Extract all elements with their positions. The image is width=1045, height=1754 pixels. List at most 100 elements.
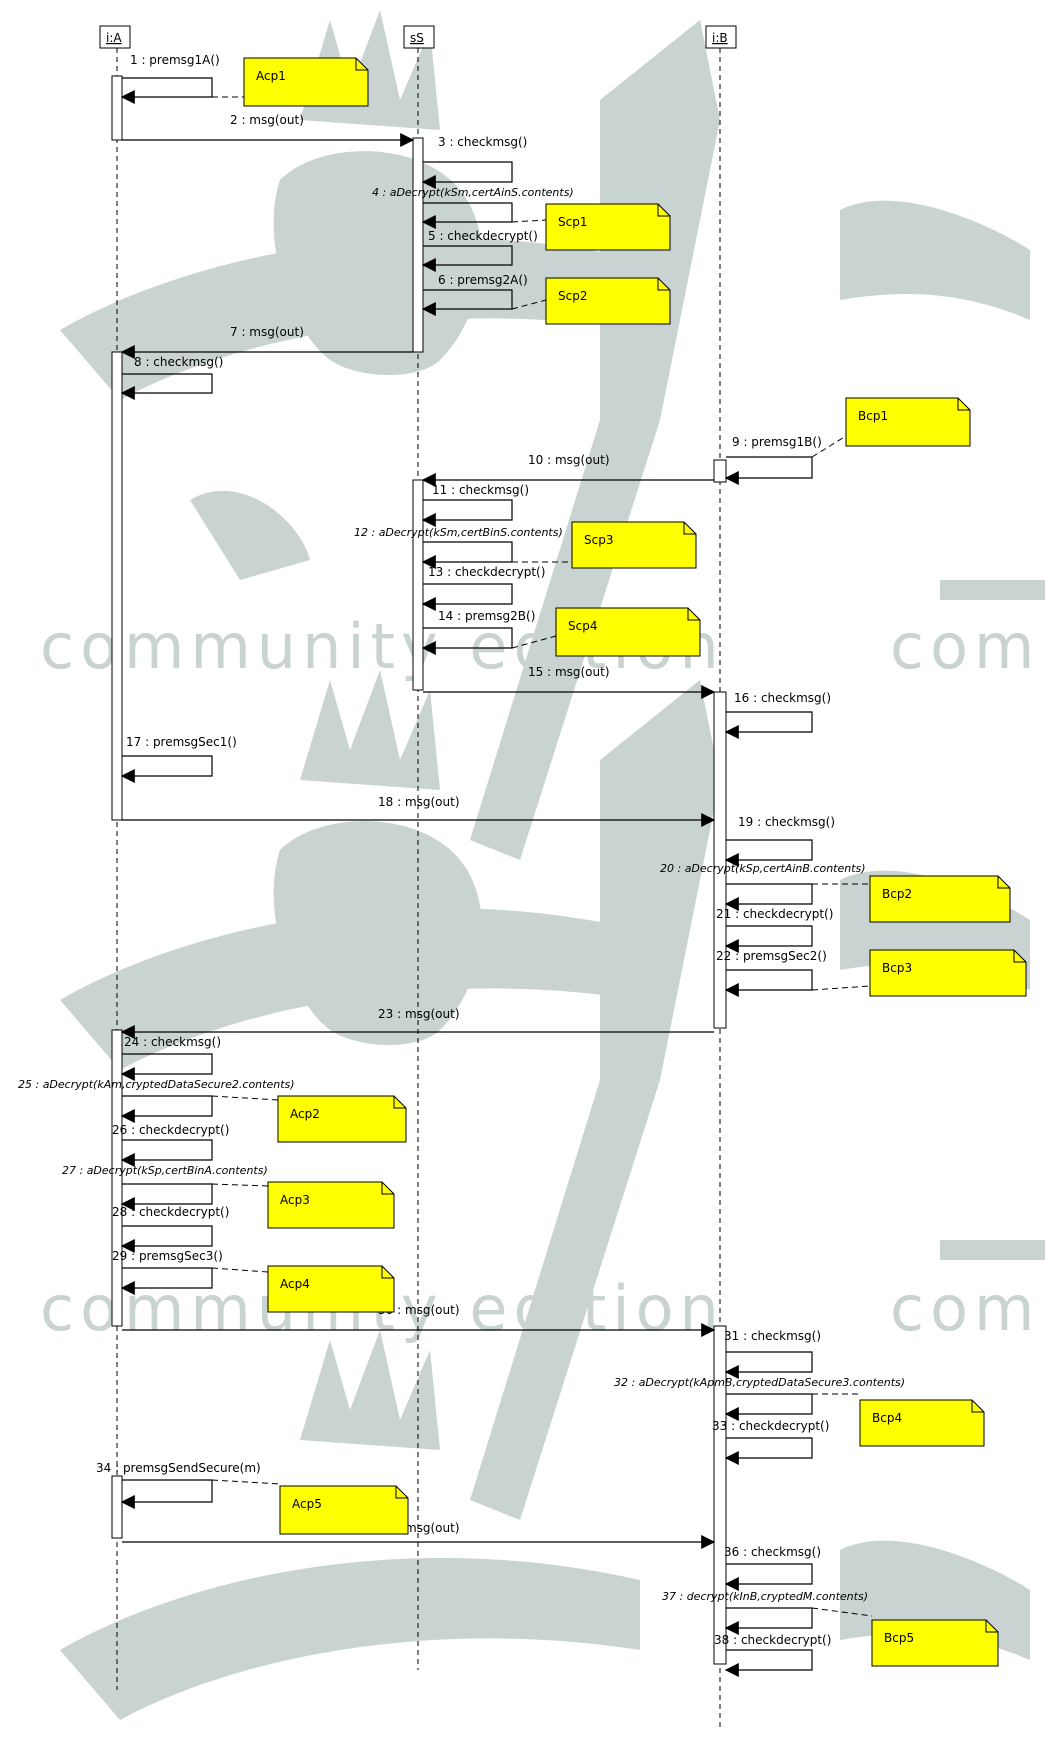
note-text: Acp1 [256,69,286,83]
message-label[interactable]: 38 : checkdecrypt() [714,1633,831,1647]
lifeline-label-s: sS [410,31,424,45]
message-label[interactable]: 14 : premsg2B() [438,609,535,623]
note-text: Acp5 [292,1497,322,1511]
message-label[interactable]: 33 : checkdecrypt() [712,1419,829,1433]
message-label[interactable]: 24 : checkmsg() [124,1035,221,1049]
message-label[interactable]: 13 : checkdecrypt() [428,565,545,579]
note-scp4[interactable]: Scp4 [556,608,700,656]
message-label[interactable]: 21 : checkdecrypt() [716,907,833,921]
message-label[interactable]: 20 : aDecrypt(kSp,certAinB.contents) [660,862,866,875]
note-bcp3[interactable]: Bcp3 [870,950,1026,996]
self-message-arrow [726,1564,812,1584]
message-label[interactable]: 3 : checkmsg() [438,135,527,149]
self-message-arrow [122,1480,212,1502]
message-label[interactable]: 15 : msg(out) [528,665,610,679]
note-text: Acp4 [280,1277,310,1291]
note-text: Bcp4 [872,1411,902,1425]
self-message-arrow [726,970,812,990]
message-label[interactable]: 5 : checkdecrypt() [428,229,538,243]
message-label[interactable]: 1 : premsg1A() [130,53,220,67]
message-label[interactable]: 6 : premsg2A() [438,273,528,287]
self-message-arrow [726,1352,812,1372]
note-text: Bcp1 [858,409,888,423]
self-message-arrow [726,1608,812,1628]
activation-a [112,76,122,140]
message-label[interactable]: 29 : premsgSec3() [112,1249,223,1263]
self-message-arrow [122,78,212,97]
message-label[interactable]: 32 : aDecrypt(kApmB,cryptedDataSecure3.c… [614,1376,905,1389]
self-message-arrow [423,500,512,520]
note-bcp5[interactable]: Bcp5 [872,1620,998,1666]
note-scp1[interactable]: Scp1 [546,204,670,250]
activation-b [714,460,726,482]
note-text: Scp1 [558,215,587,229]
self-message-arrow [726,712,812,732]
note-text: Acp2 [290,1107,320,1121]
note-acp2[interactable]: Acp2 [278,1096,406,1142]
message-label[interactable]: 34 : premsgSendSecure(m) [96,1461,261,1475]
note-text: Scp2 [558,289,587,303]
note-text: Acp3 [280,1193,310,1207]
self-message-arrow [122,1184,212,1204]
message-label[interactable]: 23 : msg(out) [378,1007,460,1021]
self-message-arrow [423,584,512,604]
message-label[interactable]: 17 : premsgSec1() [126,735,237,749]
self-message-arrow [726,840,812,860]
note-text: Bcp5 [884,1631,914,1645]
note-scp3[interactable]: Scp3 [572,522,696,568]
note-bcp1[interactable]: Bcp1 [846,398,970,446]
message-label[interactable]: 11 : checkmsg() [432,483,529,497]
note-bcp2[interactable]: Bcp2 [870,876,1010,922]
message-label[interactable]: 10 : msg(out) [528,453,610,467]
self-message-arrow [122,1140,212,1160]
message-label[interactable]: 9 : premsg1B() [732,435,822,449]
note-text: Scp3 [584,533,613,547]
self-message-arrow [122,1096,212,1116]
message-label[interactable]: 18 : msg(out) [378,795,460,809]
message-label[interactable]: 27 : aDecrypt(kSp,certBinA.contents) [62,1164,268,1177]
self-message-arrow [726,1394,812,1414]
activation-a [112,1476,122,1538]
message-label[interactable]: 8 : checkmsg() [134,355,223,369]
self-message-arrow [726,884,812,904]
note-acp4[interactable]: Acp4 [268,1266,394,1312]
self-message-arrow [726,457,812,478]
activation-s [413,138,423,352]
message-label[interactable]: 16 : checkmsg() [734,691,831,705]
message-label[interactable]: 4 : aDecrypt(kSm,certAinS.contents) [372,186,574,199]
lifeline-label-a: i:A [106,31,122,45]
message-label[interactable]: 7 : msg(out) [230,325,304,339]
self-message-arrow [122,1226,212,1246]
lifeline-label-b: i:B [712,31,728,45]
self-message-arrow [122,756,212,776]
note-text: Bcp2 [882,887,912,901]
watermark-text-right: com [890,610,1040,683]
activation-s [413,480,423,690]
message-label[interactable]: 2 : msg(out) [230,113,304,127]
message-label[interactable]: 26 : checkdecrypt() [112,1123,229,1137]
activation-a [112,1030,122,1326]
note-acp1[interactable]: Acp1 [244,58,368,106]
note-text: Scp4 [568,619,597,633]
message-label[interactable]: 12 : aDecrypt(kSm,certBinS.contents) [354,526,563,539]
message-label[interactable]: 22 : premsgSec2() [716,949,827,963]
activation-a [112,352,122,820]
self-message-arrow [726,1438,812,1458]
self-message-arrow [726,926,812,946]
note-acp5[interactable]: Acp5 [280,1486,408,1534]
note-scp2[interactable]: Scp2 [546,278,670,324]
message-label[interactable]: 31 : checkmsg() [724,1329,821,1343]
message-label[interactable]: 25 : aDecrypt(kAm,cryptedDataSecure2.con… [18,1078,295,1091]
note-bcp4[interactable]: Bcp4 [860,1400,984,1446]
self-message-arrow [423,542,512,562]
message-label[interactable]: 36 : checkmsg() [724,1545,821,1559]
self-message-arrow [726,1650,812,1670]
note-text: Bcp3 [882,961,912,975]
message-label[interactable]: 37 : decrypt(kInB,cryptedM.contents) [662,1590,868,1603]
activation-b [714,692,726,1028]
message-label[interactable]: 19 : checkmsg() [738,815,835,829]
note-acp3[interactable]: Acp3 [268,1182,394,1228]
message-label[interactable]: 28 : checkdecrypt() [112,1205,229,1219]
watermark-text-right: com [890,1272,1040,1345]
